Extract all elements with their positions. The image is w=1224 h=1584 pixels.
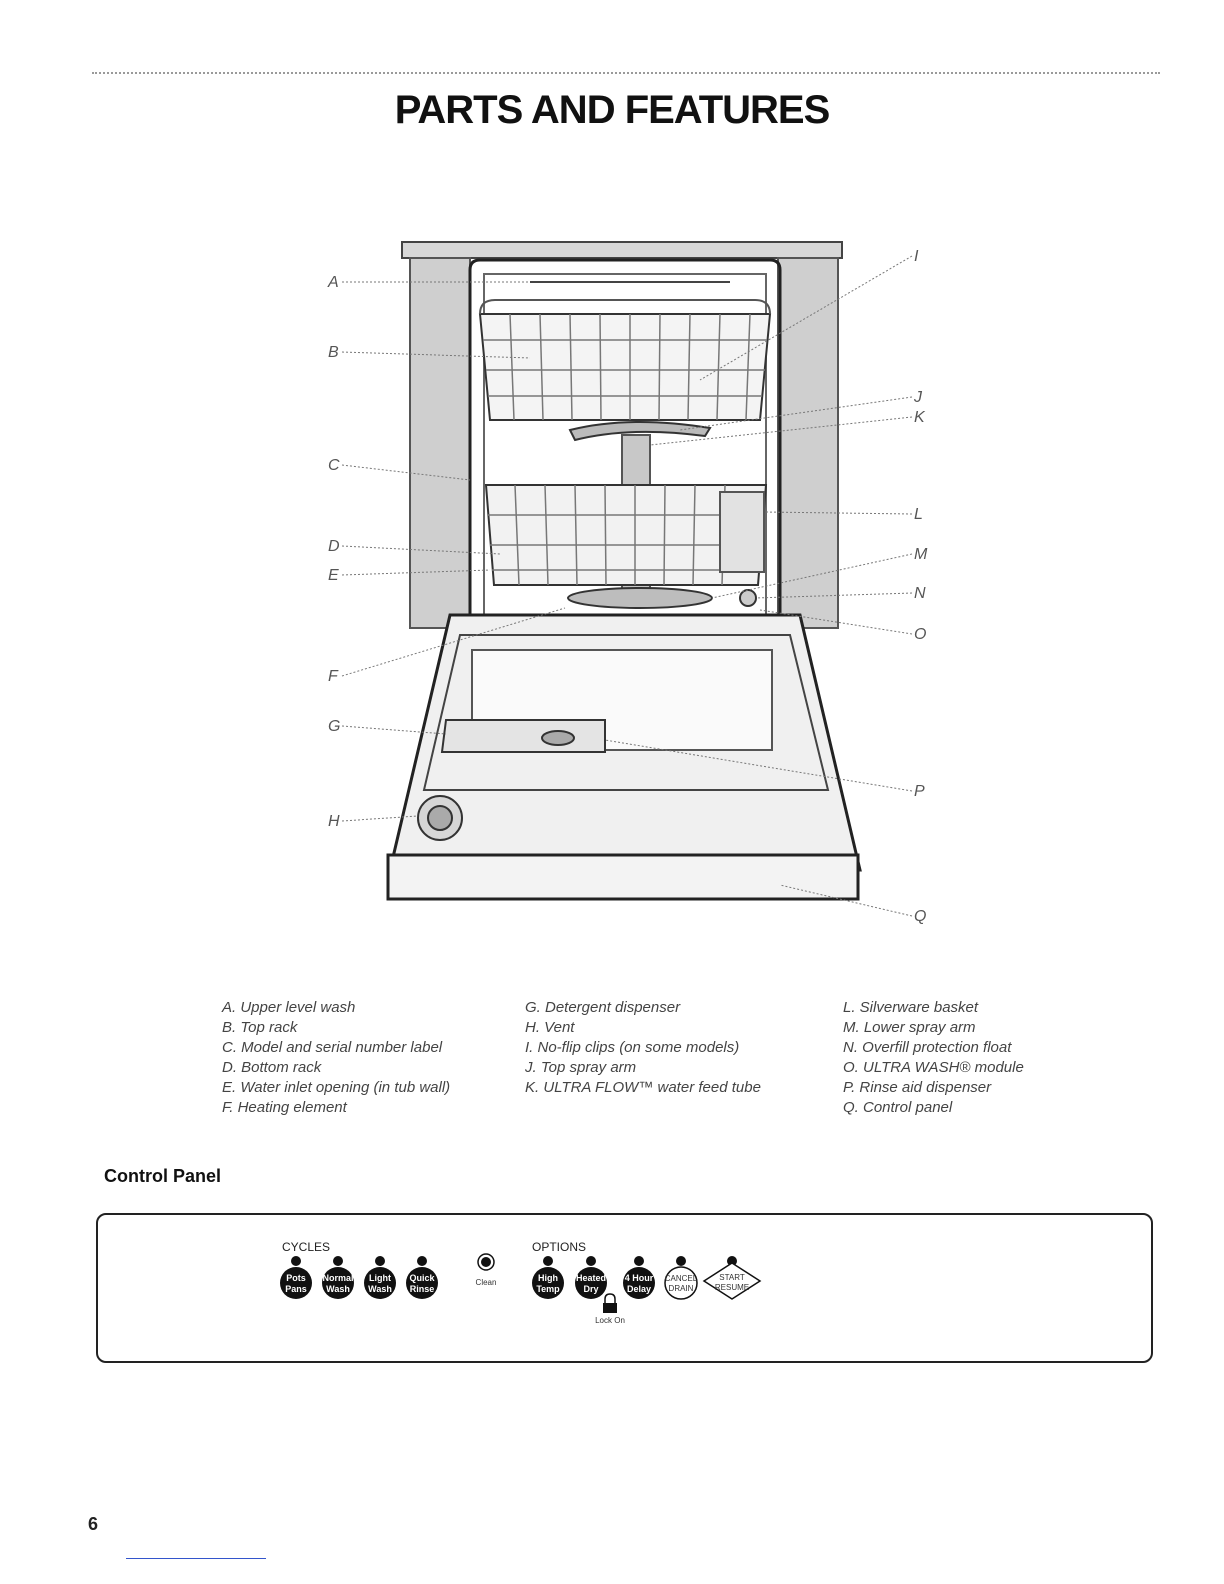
option-button-high-temp[interactable]: High Temp [532,1256,564,1299]
svg-text:Wash: Wash [326,1284,350,1294]
callout-o: O [914,626,926,643]
legend-item: A. Upper level wash [222,999,356,1016]
legend-column-3: L. Silverware basket M. Lower spray arm … [843,998,1024,1118]
svg-text:Light: Light [369,1273,391,1283]
cycle-button-quick-rinse[interactable]: Quick Rinse [406,1256,438,1299]
svg-text:Wash: Wash [368,1284,392,1294]
legend-item: P. Rinse aid dispenser [843,1079,992,1096]
svg-text:Lock On: Lock On [595,1316,625,1325]
top-dotted-rule [92,72,1160,74]
legend-item: M. Lower spray arm [843,1019,976,1036]
callout-g: G [328,718,340,735]
legend-item: J. Top spray arm [525,1059,637,1076]
footer-underline [126,1558,266,1559]
svg-text:Heated: Heated [576,1273,606,1283]
legend-item: F. Heating element [222,1099,347,1116]
svg-text:Delay: Delay [627,1284,651,1294]
callout-p: P [914,783,925,800]
callout-i: I [914,248,919,265]
callout-a: A [327,274,339,291]
legend-item: B. Top rack [222,1019,298,1036]
legend-item: I. No-flip clips (on some models) [525,1039,740,1056]
legend-item: Q. Control panel [843,1099,953,1116]
svg-text:DRAIN: DRAIN [669,1284,694,1293]
callout-m: M [914,546,928,563]
legend-item: L. Silverware basket [843,999,979,1016]
page-title: PARTS AND FEATURES [394,88,831,132]
callout-k: K [914,409,926,426]
dishwasher-diagram: A B C D E F G H I J K L M N O P Q [327,241,928,925]
legend-column-2: G. Detergent dispenser H. Vent I. No-fli… [525,998,761,1098]
legend-item: E. Water inlet opening (in tub wall) [222,1079,451,1096]
lock-icon: Lock On [595,1293,625,1325]
callout-h: H [328,813,340,830]
svg-text:CANCEL: CANCEL [665,1274,698,1283]
legend-item: N. Overfill protection float [843,1039,1012,1056]
svg-text:RESUME: RESUME [715,1283,749,1292]
svg-text:Temp: Temp [536,1284,560,1294]
callout-j: J [913,389,923,406]
legend-item: D. Bottom rack [222,1059,322,1076]
start-resume-button[interactable]: START RESUME [702,1256,762,1300]
legend-column-1: A. Upper level wash B. Top rack C. Model… [222,998,450,1118]
callout-n: N [914,585,926,602]
legend-item: G. Detergent dispenser [525,999,681,1016]
control-panel-heading: Control Panel [104,1166,222,1186]
page-number: 6 [88,1514,99,1534]
callout-e: E [328,567,339,584]
svg-text:Dry: Dry [583,1284,598,1294]
svg-text:Normal: Normal [322,1273,353,1283]
cancel-drain-button[interactable]: CANCEL DRAIN [664,1256,698,1300]
cycles-label: CYCLES [282,1240,330,1254]
option-button-4-hour-delay[interactable]: 4 Hour Delay [623,1256,655,1299]
legend-item: K. ULTRA FLOW™ water feed tube [525,1079,761,1096]
svg-text:Clean: Clean [476,1278,497,1287]
callout-q: Q [914,908,926,925]
cycle-button-light-wash[interactable]: Light Wash [364,1256,396,1299]
svg-text:START: START [719,1273,745,1282]
svg-text:Pots: Pots [286,1273,306,1283]
cycle-button-pots-pans[interactable]: Pots Pans [280,1256,312,1299]
svg-text:Pans: Pans [285,1284,307,1294]
svg-text:Rinse: Rinse [410,1284,435,1294]
option-button-heated-dry[interactable]: Heated Dry [575,1256,607,1299]
svg-text:High: High [538,1273,558,1283]
callout-l: L [914,506,923,523]
legend-item: O. ULTRA WASH® module [843,1059,1024,1076]
svg-text:4 Hour: 4 Hour [625,1273,654,1283]
callout-b: B [328,344,339,361]
control-panel-illustration: CYCLES OPTIONS Pots Pans Normal Wash Lig… [96,1213,1153,1363]
options-label: OPTIONS [532,1240,586,1254]
legend-item: H. Vent [525,1019,575,1036]
callout-f: F [328,668,339,685]
callout-d: D [328,538,340,555]
clean-indicator-icon: Clean [476,1253,497,1287]
callout-c: C [328,457,340,474]
cycle-button-normal-wash[interactable]: Normal Wash [322,1256,354,1299]
svg-text:Quick: Quick [409,1273,435,1283]
legend-item: C. Model and serial number label [222,1039,443,1056]
